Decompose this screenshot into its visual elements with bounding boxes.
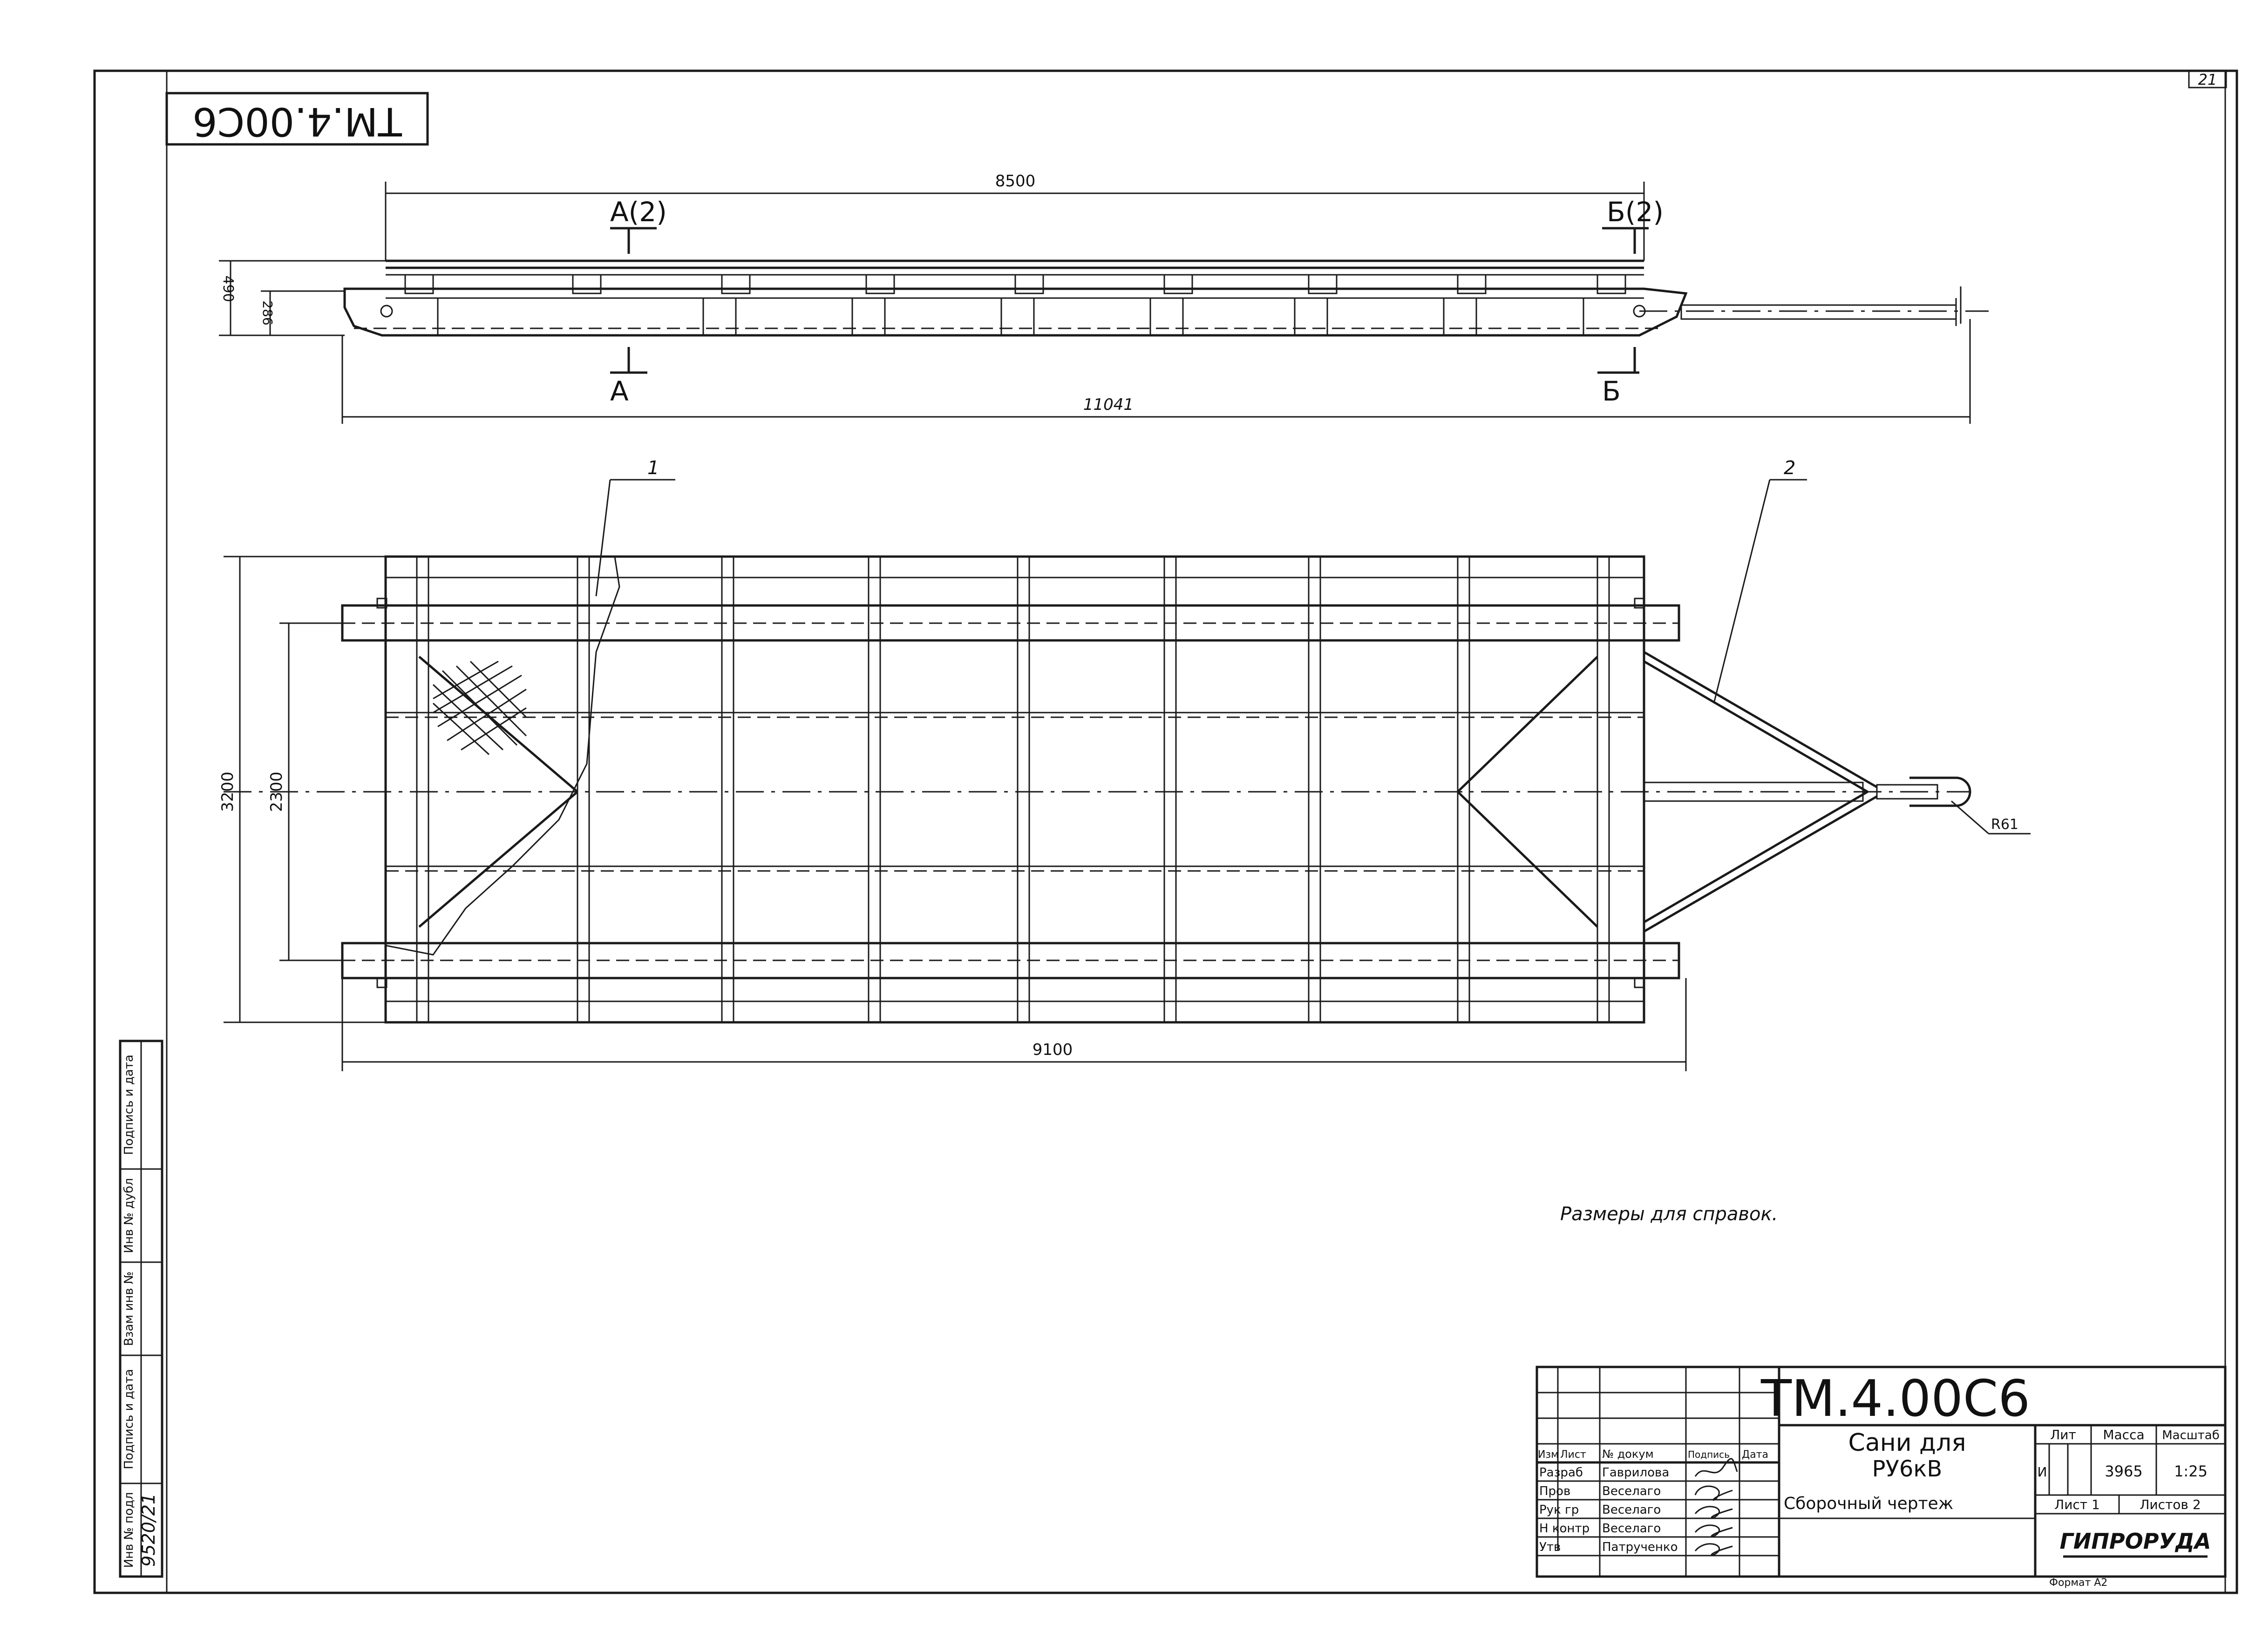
sheet-number-box: [2188, 70, 2227, 88]
section-a-mark: А: [610, 375, 629, 407]
cross-members: [416, 556, 1610, 1023]
lit-label: Лит: [2050, 1427, 2076, 1442]
doc-type: Сборочный чертеж: [1784, 1494, 1953, 1513]
callout-2: 2: [1784, 457, 1795, 479]
mass-value: 3965: [2105, 1462, 2142, 1480]
reference-note: Размеры для справок.: [1560, 1203, 1778, 1225]
sheet-label: Лист 1: [2054, 1497, 2100, 1512]
plan-view: [224, 555, 1971, 1024]
dim-11041: 11041: [1083, 395, 1134, 414]
dim-8500: 8500: [995, 172, 1036, 190]
dim-2300: 2300: [267, 772, 286, 812]
doc-code: ТМ.4.00С6: [1760, 1370, 2030, 1428]
hdr-izm: Изм: [1538, 1449, 1559, 1461]
inner-frame: [166, 70, 2226, 1594]
callout-1: 1: [647, 457, 659, 479]
name-4: Патрученко: [1602, 1540, 1678, 1554]
section-b-label: Б(2): [1607, 196, 1664, 228]
side-stamp-col1: Подпись и дата: [122, 1054, 136, 1155]
hdr-ndokum: № докум: [1602, 1448, 1654, 1461]
dim-286: 286: [260, 300, 275, 325]
side-stamp: Подпись и дата Инв № дубл Взам инв № Под…: [119, 1040, 163, 1578]
lit-value: И: [2038, 1464, 2047, 1480]
section-b-mark: Б: [1602, 375, 1621, 407]
name-1: Веселаго: [1602, 1484, 1661, 1498]
mass-label: Масса: [2103, 1427, 2144, 1442]
stamp-code: ТМ.4.00С6: [192, 99, 402, 144]
top-stamp: ТМ.4.00С6: [165, 92, 429, 146]
role-3: Н контр: [1539, 1522, 1590, 1536]
title-block: Изм Лист № докум Подпись Дата Разраб Про…: [1535, 1366, 2227, 1578]
outer-border: [93, 69, 2238, 1594]
side-posts: [404, 274, 1626, 335]
dim-r61: R61: [1991, 816, 2018, 833]
plan-dimensions: 3200 2300 9100 R61 1 2: [218, 457, 2031, 1071]
name-3: Веселаго: [1602, 1522, 1661, 1536]
role-4: Утв: [1539, 1540, 1561, 1554]
scale-label: Масштаб: [2162, 1428, 2220, 1442]
mesh-hatch: [432, 660, 527, 755]
side-stamp-col4: Подпись и дата: [122, 1369, 136, 1469]
role-0: Разраб: [1539, 1466, 1583, 1480]
hdr-list: Лист: [1560, 1449, 1586, 1461]
side-view: [343, 259, 1989, 337]
side-stamp-col3: Взам инв №: [122, 1271, 136, 1346]
role-2: Рук гр: [1539, 1503, 1579, 1517]
scale-value: 1:25: [2174, 1462, 2208, 1480]
org-logo: ГИПРОРУДА: [2060, 1529, 2211, 1554]
name-2: Веселаго: [1602, 1503, 1661, 1517]
dim-490: 490: [220, 275, 236, 302]
dim-3200: 3200: [218, 772, 237, 812]
side-dimensions: 8500 490 286 11041 А(2) А Б(2) Б: [219, 172, 1971, 424]
dim-9100: 9100: [1033, 1040, 1073, 1059]
title-line1: Сани для: [1848, 1429, 1966, 1457]
sheets-label: Листов 2: [2140, 1497, 2201, 1512]
side-stamp-col5: Инв № подл: [122, 1492, 136, 1568]
format-label: Формат А2: [2049, 1577, 2107, 1589]
inventory-number: 9520/21: [138, 1493, 159, 1567]
title-line2: РУ6кВ: [1872, 1456, 1943, 1482]
side-stamp-col2: Инв № дубл: [122, 1178, 136, 1253]
sheet-number: 21: [2198, 71, 2217, 88]
hdr-data: Дата: [1742, 1449, 1768, 1461]
name-0: Гаврилова: [1602, 1466, 1669, 1480]
role-1: Пров: [1539, 1484, 1570, 1498]
section-a-label: А(2): [610, 196, 667, 228]
hdr-podpis: Подпись: [1688, 1449, 1730, 1460]
signatures: [1694, 1458, 1738, 1556]
